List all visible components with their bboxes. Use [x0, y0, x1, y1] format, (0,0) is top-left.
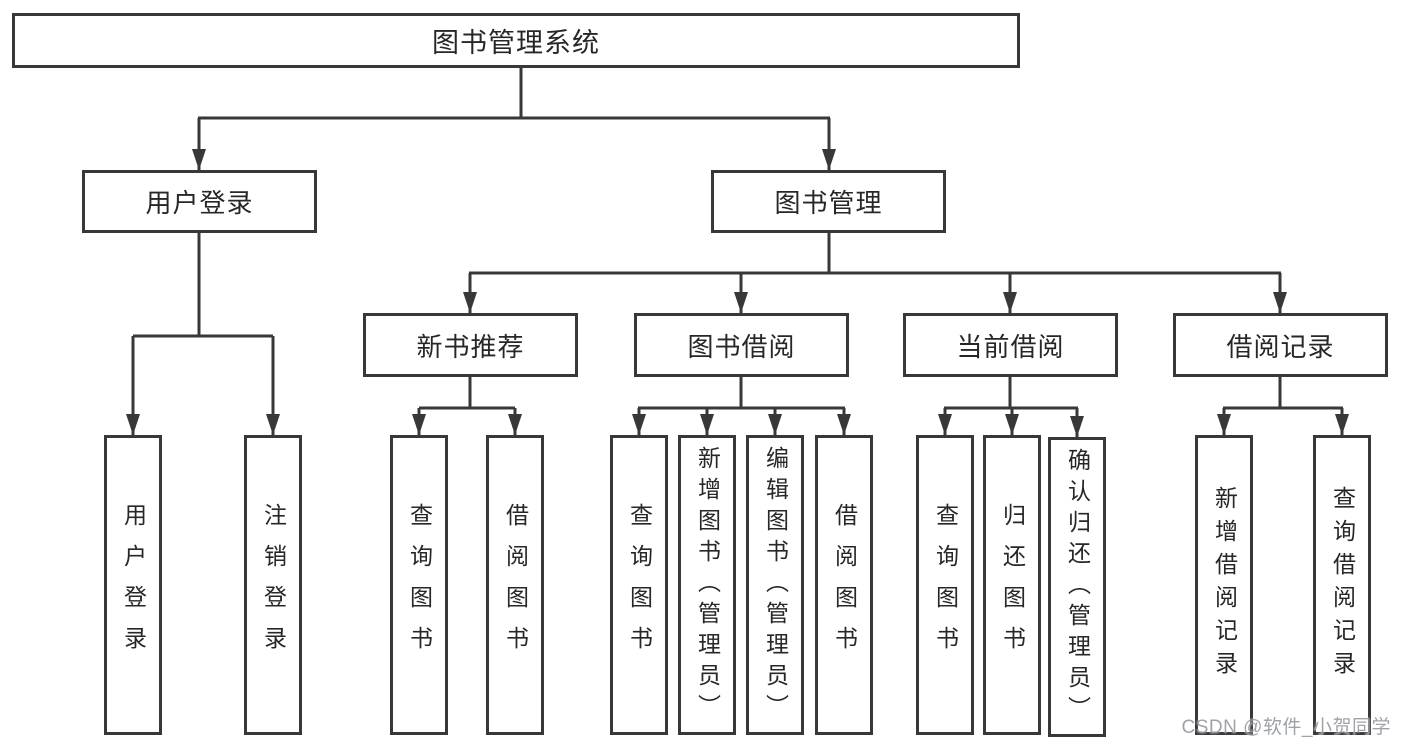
node-label: 查询图书 [406, 503, 433, 667]
node-label: 图书借阅 [687, 331, 796, 362]
leaf-edit-books-admin: 编辑图书（管理员） [746, 435, 804, 735]
node-label: 图书管理 [774, 188, 883, 218]
node-label: 编辑图书（管理员） [762, 445, 789, 725]
node-book-borrowing: 图书借阅 [634, 313, 849, 377]
leaf-search-books-borrowing: 查询图书 [610, 435, 668, 735]
node-borrowing-records: 借阅记录 [1173, 313, 1388, 377]
node-label: 用户登录 [120, 503, 147, 667]
csdn-watermark: CSDN @软件_小贺同学 [1181, 717, 1391, 738]
node-label: 新增图书（管理员） [694, 445, 721, 725]
node-label: 归还图书 [999, 503, 1026, 667]
node-new-book-recommend: 新书推荐 [363, 313, 578, 377]
leaf-user-login: 用户登录 [104, 435, 162, 735]
node-label: 借阅记录 [1226, 331, 1335, 362]
leaf-borrow-books-recommend: 借阅图书 [486, 435, 544, 735]
node-book-management: 图书管理 [711, 170, 946, 233]
leaf-add-books-admin: 新增图书（管理员） [678, 435, 736, 735]
leaf-logout: 注销登录 [244, 435, 302, 735]
node-label: 新增借阅记录 [1211, 486, 1238, 684]
leaf-search-books-current: 查询图书 [916, 435, 974, 735]
node-label: 确认归还（管理员） [1064, 447, 1091, 727]
node-label: 查询借阅记录 [1329, 486, 1356, 684]
node-library-management-system: 图书管理系统 [12, 13, 1020, 68]
node-label: 查询图书 [626, 503, 653, 667]
leaf-add-borrow-record: 新增借阅记录 [1195, 435, 1253, 735]
leaf-search-books-recommend: 查询图书 [390, 435, 448, 735]
leaf-borrow-books: 借阅图书 [815, 435, 873, 735]
leaf-confirm-return-admin: 确认归还（管理员） [1048, 437, 1106, 737]
leaf-return-books: 归还图书 [983, 435, 1041, 735]
node-label: 新书推荐 [416, 331, 525, 362]
node-label: 借阅图书 [502, 503, 529, 667]
node-user-login: 用户登录 [82, 170, 317, 233]
node-current-borrowing: 当前借阅 [903, 313, 1118, 377]
node-label: 图书管理系统 [432, 28, 600, 58]
node-label: 注销登录 [260, 503, 287, 667]
leaf-search-borrow-record: 查询借阅记录 [1313, 435, 1371, 735]
node-label: 查询图书 [932, 503, 959, 667]
node-label: 当前借阅 [956, 331, 1065, 362]
node-label: 用户登录 [145, 188, 254, 218]
node-label: 借阅图书 [831, 503, 858, 667]
